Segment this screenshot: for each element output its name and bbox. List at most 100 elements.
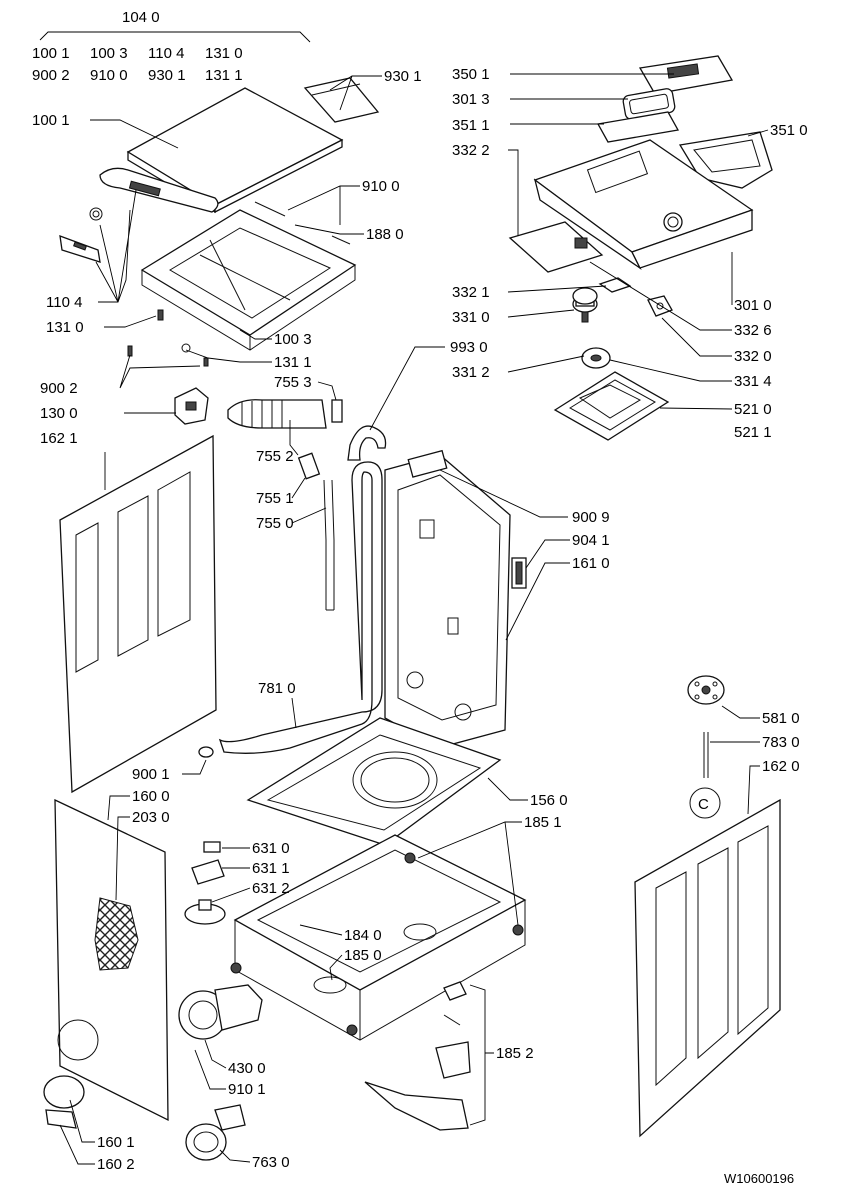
label-156-0: 156 0 <box>530 792 568 809</box>
label-100-1: 100 1 <box>32 112 70 129</box>
hinge-pin <box>157 309 164 321</box>
label-332-6: 332 6 <box>734 322 772 339</box>
label-763-0: 763 0 <box>252 1154 290 1171</box>
label-331-2: 331 2 <box>452 364 490 381</box>
assembly-item: 910 0 <box>90 67 128 84</box>
assembly-item: 100 1 <box>32 45 70 62</box>
drain-hose-781-0 <box>218 461 383 754</box>
clip-332-1 <box>598 277 632 293</box>
label-900-2: 900 2 <box>40 380 78 397</box>
label-100-3: 100 3 <box>274 331 312 348</box>
lid-handle <box>59 235 101 263</box>
label-631-0: 631 0 <box>252 840 290 857</box>
assembly-item: 930 1 <box>148 67 186 84</box>
label-131-1: 131 1 <box>274 354 312 371</box>
rear-cabinet-frame <box>384 449 511 749</box>
label-162-1: 162 1 <box>40 430 78 447</box>
encoder-331-2 <box>581 347 611 369</box>
button-strip-351-1 <box>596 111 680 143</box>
label-185-0: 185 0 <box>344 947 382 964</box>
leader-lines <box>59 73 769 1165</box>
label-430-0: 430 0 <box>228 1060 266 1077</box>
label-331-0: 331 0 <box>452 309 490 326</box>
drain-hose-993-0 <box>347 425 387 461</box>
label-332-0: 332 0 <box>734 348 772 365</box>
assembly-bracket <box>39 31 311 43</box>
label-160-1: 160 1 <box>97 1134 135 1151</box>
part-631-0 <box>203 841 221 853</box>
label-351-0: 351 0 <box>770 122 808 139</box>
part-631-2 <box>184 899 226 925</box>
label-351-1: 351 1 <box>452 117 490 134</box>
clip-332-0 <box>647 295 673 317</box>
small-clips <box>127 343 209 367</box>
label-755-1: 755 1 <box>256 490 294 507</box>
base-frame <box>230 834 527 1041</box>
label-331-4: 331 4 <box>734 373 772 390</box>
label-161-0: 161 0 <box>572 555 610 572</box>
label-184-0: 184 0 <box>344 927 382 944</box>
label-160-0: 160 0 <box>132 788 170 805</box>
front-trim <box>99 167 219 213</box>
side-panel-left <box>59 434 217 794</box>
rod-783-0 <box>703 732 709 778</box>
label-301-3: 301 3 <box>452 91 490 108</box>
label-910-1: 910 1 <box>228 1081 266 1098</box>
plug-900-1 <box>198 746 214 758</box>
control-panel-body <box>533 139 754 270</box>
insulation-203-0 <box>94 897 139 971</box>
symbol-c-text: C <box>698 796 709 813</box>
label-993-0: 993 0 <box>450 339 488 356</box>
part-185-2-bracket <box>435 1041 471 1079</box>
filter-763-0 <box>185 1104 246 1161</box>
label-131-0: 131 0 <box>46 319 84 336</box>
label-783-0: 783 0 <box>762 734 800 751</box>
part-185-2-pin <box>443 1014 461 1026</box>
assembly-item: 900 2 <box>32 67 70 84</box>
label-332-1: 332 1 <box>452 284 490 301</box>
assembly-item: 131 0 <box>205 45 243 62</box>
label-904-1: 904 1 <box>572 532 610 549</box>
drain-pump-430-0 <box>178 984 263 1040</box>
assembly-label: 104 0 <box>122 9 160 26</box>
lock-module <box>174 387 209 425</box>
label-910-0: 910 0 <box>362 178 400 195</box>
label-900-1: 900 1 <box>132 766 170 783</box>
label-521-1: 521 1 <box>734 424 772 441</box>
label-781-0: 781 0 <box>258 680 296 697</box>
bellows-hose <box>227 399 327 429</box>
motor-pulley-581-0 <box>687 675 725 705</box>
label-188-0: 188 0 <box>366 226 404 243</box>
label-160-2: 160 2 <box>97 1156 135 1173</box>
screws-910 <box>254 201 351 245</box>
top-lid <box>126 87 344 214</box>
door-160-1 <box>43 1075 85 1109</box>
connector-755-1 <box>297 452 321 480</box>
drawing-reference: W10600196 <box>724 1171 794 1186</box>
label-332-2: 332 2 <box>452 142 490 159</box>
label-930-1: 930 1 <box>384 68 422 85</box>
label-301-0: 301 0 <box>734 297 772 314</box>
label-631-2: 631 2 <box>252 880 290 897</box>
assembly-item: 110 4 <box>148 45 184 62</box>
top-frame <box>140 209 357 351</box>
part-185-2-clip <box>443 981 467 1001</box>
assembly-item: 100 3 <box>90 45 128 62</box>
part-631-1 <box>191 859 225 885</box>
lid-seal <box>303 77 380 123</box>
label-110-4: 110 4 <box>46 294 82 311</box>
spring-part <box>89 207 103 221</box>
label-755-3: 755 3 <box>274 374 312 391</box>
fill-hose-755-0 <box>323 479 335 611</box>
label-185-1: 185 1 <box>524 814 562 831</box>
front-panel <box>54 798 169 1122</box>
label-162-0: 162 0 <box>762 758 800 775</box>
display-board <box>638 55 734 95</box>
hinge-160-2 <box>45 1109 77 1129</box>
label-755-0: 755 0 <box>256 515 294 532</box>
label-755-2: 755 2 <box>256 448 294 465</box>
label-350-1: 350 1 <box>452 66 490 83</box>
control-board-521 <box>553 371 670 441</box>
knob-331-0 <box>572 287 598 323</box>
